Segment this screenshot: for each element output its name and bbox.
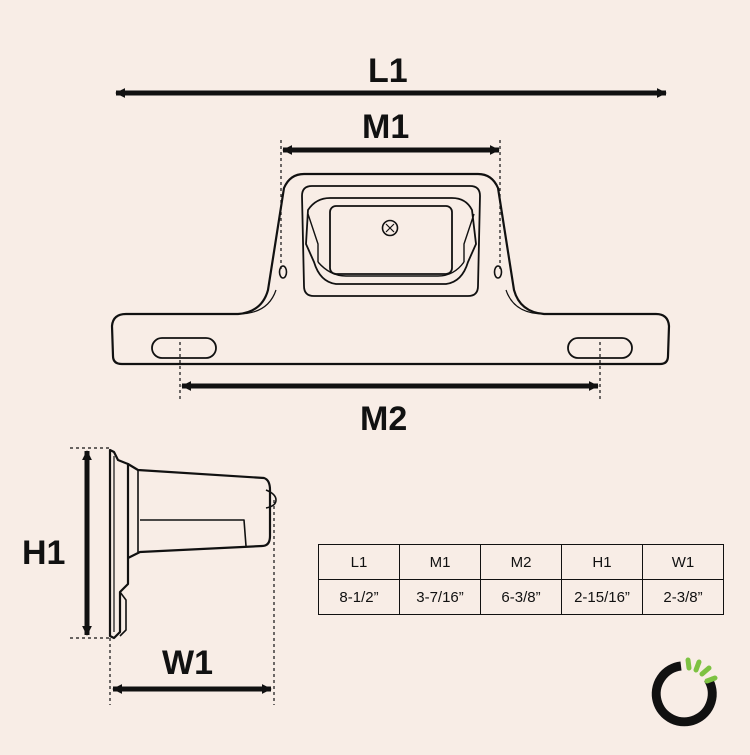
bracket-front-outline bbox=[110, 172, 671, 366]
h1-label: H1 bbox=[22, 534, 66, 572]
bracket-side-view bbox=[108, 448, 277, 640]
side-plate-hook bbox=[119, 591, 127, 637]
mount-hole-left bbox=[278, 265, 288, 279]
side-lamp-lower bbox=[140, 519, 247, 547]
ring-logo-icon bbox=[651, 657, 718, 727]
slot-hole-right bbox=[567, 337, 633, 359]
spec-value-h1: 2-15/16” bbox=[561, 579, 643, 615]
spec-value-w1: 2-3/8” bbox=[642, 579, 724, 615]
m1-label: M1 bbox=[362, 108, 410, 146]
spec-table-header-row: L1 M1 M2 H1 W1 bbox=[318, 544, 724, 580]
dimension-spec-table: L1 M1 M2 H1 W1 8-1/2” 3-7/16” 6-3/8” 2-1… bbox=[318, 544, 724, 615]
spec-value-l1: 8-1/2” bbox=[318, 579, 400, 615]
center-screw-icon bbox=[381, 219, 399, 237]
bracket-flange-left bbox=[237, 289, 277, 315]
w1-label: W1 bbox=[162, 644, 213, 682]
side-plate bbox=[108, 448, 130, 640]
side-lamp-body bbox=[127, 463, 272, 559]
l1-label: L1 bbox=[368, 52, 408, 90]
bracket-front-view bbox=[110, 172, 671, 366]
bracket-inner-rim bbox=[301, 185, 481, 297]
spec-header-l1: L1 bbox=[318, 544, 400, 580]
center-screw-slot bbox=[385, 223, 395, 233]
spec-table-value-row: 8-1/2” 3-7/16” 6-3/8” 2-15/16” 2-3/8” bbox=[318, 579, 724, 615]
m2-label: M2 bbox=[360, 400, 408, 438]
bracket-lamp-lens bbox=[329, 205, 453, 275]
spec-header-w1: W1 bbox=[642, 544, 724, 580]
bracket-lamp-housing bbox=[305, 197, 477, 285]
bracket-flange-right bbox=[505, 289, 545, 315]
slot-hole-left bbox=[151, 337, 217, 359]
spec-header-m2: M2 bbox=[480, 544, 562, 580]
side-lamp-tip bbox=[265, 489, 277, 509]
spec-header-h1: H1 bbox=[561, 544, 643, 580]
spec-header-m1: M1 bbox=[399, 544, 481, 580]
bracket-lamp-side-right bbox=[463, 213, 475, 262]
spec-value-m2: 6-3/8” bbox=[480, 579, 562, 615]
mount-hole-right bbox=[493, 265, 503, 279]
spec-value-m1: 3-7/16” bbox=[399, 579, 481, 615]
bracket-lamp-side-left bbox=[307, 213, 319, 262]
bracket-lens-ridge bbox=[317, 261, 465, 277]
